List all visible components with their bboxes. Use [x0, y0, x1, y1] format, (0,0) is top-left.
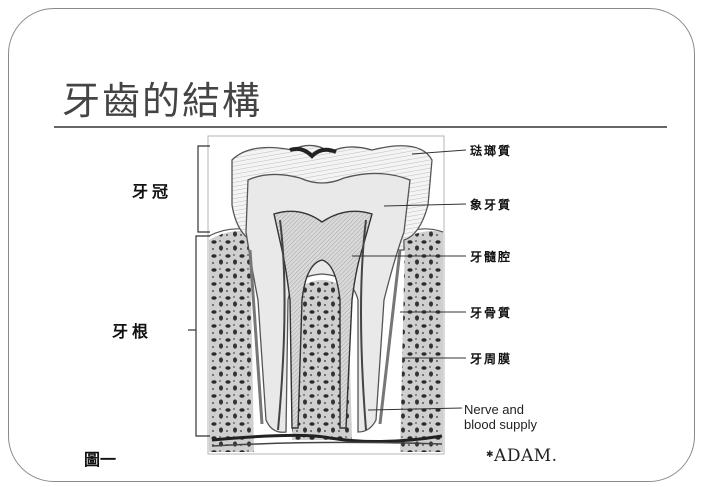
label-nerve-line2: blood supply [464, 417, 537, 432]
label-crown: 牙冠 [132, 178, 172, 202]
adam-logo-text: ADAM. [494, 446, 558, 466]
jawbone [209, 231, 254, 452]
figure-label: 圖一 [84, 446, 116, 470]
label-periodontal: 牙周膜 [470, 350, 512, 367]
label-root: 牙根 [112, 318, 152, 342]
adam-logo: ✱ADAM. [486, 446, 558, 466]
label-nerve-line1: Nerve and [464, 402, 524, 417]
label-cementum: 牙骨質 [470, 304, 512, 321]
jawbone [400, 231, 443, 452]
label-pulp: 牙髓腔 [470, 248, 512, 265]
label-enamel: 琺瑯質 [470, 142, 512, 159]
label-dentin: 象牙質 [470, 196, 512, 213]
